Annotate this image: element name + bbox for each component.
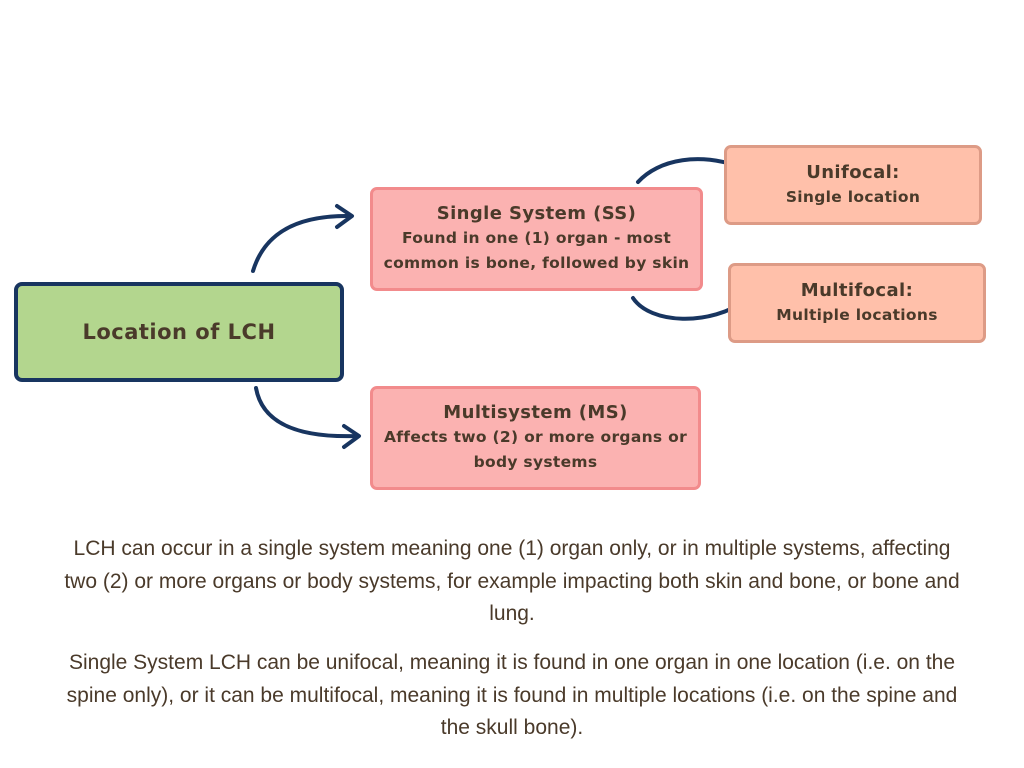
multifocal-title: Multifocal: bbox=[800, 279, 914, 301]
multisystem-description: Affects two (2) or more organs or body s… bbox=[383, 428, 688, 471]
explanation-paragraph-2: Single System LCH can be unifocal, meani… bbox=[66, 651, 958, 739]
arrow-root-to-single-system bbox=[251, 213, 352, 273]
root-node-location-of-lch: Location of LCH bbox=[14, 282, 344, 382]
explanation-paragraph-1: LCH can occur in a single system meaning… bbox=[64, 537, 960, 625]
single-system-description: Found in one (1) organ - most common is … bbox=[383, 229, 690, 272]
single-system-node: Single System (SS) Found in one (1) orga… bbox=[370, 187, 703, 291]
unifocal-title: Unifocal: bbox=[806, 161, 900, 183]
multisystem-title: Multisystem (MS) bbox=[443, 402, 628, 423]
unifocal-node: Unifocal: Single location bbox=[724, 145, 982, 225]
multisystem-node: Multisystem (MS) Affects two (2) or more… bbox=[370, 386, 701, 490]
multifocal-description: Multiple locations bbox=[776, 305, 938, 324]
multifocal-node: Multifocal: Multiple locations bbox=[728, 263, 986, 343]
arrowhead-root-to-single-system bbox=[335, 204, 354, 229]
unifocal-description: Single location bbox=[785, 187, 921, 206]
arrowhead-root-to-multisystem bbox=[342, 424, 361, 449]
single-system-title: Single System (SS) bbox=[436, 203, 637, 224]
arrow-root-to-multisystem bbox=[254, 386, 359, 439]
root-node-label: Location of LCH bbox=[82, 320, 276, 344]
